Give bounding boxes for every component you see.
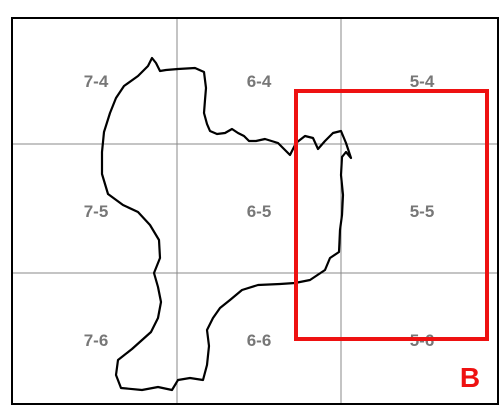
map-border [11, 17, 499, 405]
grid-label-5-5: 5-5 [410, 202, 435, 221]
grid-label-7-5: 7-5 [84, 202, 109, 221]
grid-label-6-4: 6-4 [247, 72, 272, 91]
highlight-area-b[interactable] [294, 89, 489, 341]
grid-label-5-4: 5-4 [410, 72, 435, 91]
highlight-area-b-label: B [460, 362, 480, 393]
grid-label-6-5: 6-5 [247, 202, 272, 221]
region-boundary-outline [100, 56, 353, 392]
grid-labels: 7-4 6-4 5-4 7-5 6-5 5-5 7-6 6-6 5-6 [84, 72, 435, 350]
grid-label-7-6: 7-6 [84, 331, 109, 350]
grid-label-6-6: 6-6 [247, 331, 272, 350]
grid-label-7-4: 7-4 [84, 72, 109, 91]
